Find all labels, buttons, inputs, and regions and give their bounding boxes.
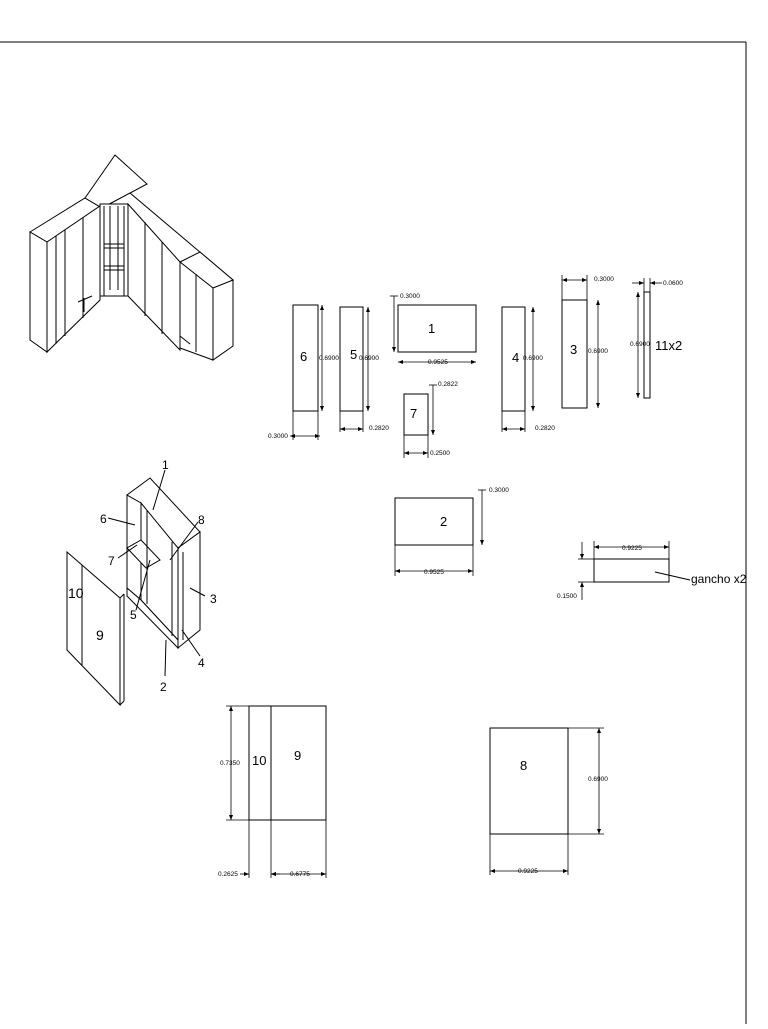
piece-11-label: 11x2: [655, 338, 682, 353]
piece-11: 11x2 0.6900 0.0600: [630, 278, 683, 399]
sheet-frame: [0, 41, 747, 1024]
piece-5-label: 5: [350, 347, 357, 362]
piece-5: 5 0.6900 0.2820: [339, 306, 389, 432]
gancho-width: 0.9225: [622, 545, 642, 552]
piece-3-width: 0.3000: [594, 276, 614, 283]
callout-2: 2: [160, 680, 167, 694]
callout-7: 7: [108, 554, 115, 568]
piece-11-height: 0.6900: [630, 341, 650, 348]
piece-1: 1 0.3000 0.9525: [390, 293, 477, 366]
piece-9-label: 9: [294, 748, 301, 763]
piece-10-width: 0.2625: [218, 871, 238, 878]
callout-1: 1: [162, 458, 169, 472]
callout-5: 5: [130, 608, 137, 622]
callout-8: 8: [198, 513, 205, 527]
piece-3: 3 0.6900 0.3000: [561, 275, 614, 409]
piece-gancho: 0.9225 0.1500 gancho x2: [557, 541, 747, 600]
piece-5-width: 0.2820: [369, 425, 389, 432]
callout-labels: 1 6 8 7 3 5 2 4 10 9: [68, 458, 217, 694]
piece-8-height: 0.6900: [588, 776, 608, 783]
piece-1-depth: 0.3000: [400, 293, 420, 300]
piece-9-height: 0.7350: [220, 760, 240, 767]
piece-7: 7 0.2822 0.2500: [403, 381, 458, 458]
kitchen-isometric-view: [29, 154, 234, 361]
piece-1-width: 0.9525: [428, 359, 448, 366]
module-exploded-view: [66, 469, 206, 707]
piece-6-label: 6: [300, 349, 307, 364]
piece-4-width: 0.2820: [535, 425, 555, 432]
piece-2: 2 0.3000 0.9525: [394, 487, 509, 576]
callout-9: 9: [96, 627, 104, 643]
piece-8: 8 0.6900 0.9225: [489, 727, 608, 875]
piece-6: 6 0.6900 0.3000: [268, 304, 339, 440]
piece-6-width: 0.3000: [268, 433, 288, 440]
callout-3: 3: [210, 592, 217, 606]
piece-3-height: 0.6900: [588, 348, 608, 355]
piece-8-width: 0.9225: [518, 868, 538, 875]
piece-4: 4 0.6900 0.2820: [501, 306, 555, 432]
piece-7-width: 0.2500: [430, 450, 450, 457]
piece-6-height: 0.6900: [319, 355, 339, 362]
piece-9-width: 0.6775: [290, 871, 310, 878]
piece-8-label: 8: [520, 758, 527, 773]
piece-11-width: 0.0600: [663, 280, 683, 287]
piece-1-label: 1: [428, 321, 435, 336]
gancho-height: 0.1500: [557, 593, 577, 600]
gancho-label: gancho x2: [691, 572, 747, 586]
piece-2-width: 0.9525: [424, 569, 444, 576]
callout-4: 4: [198, 656, 205, 670]
piece-4-label: 4: [512, 350, 519, 365]
piece-4-height: 0.6900: [523, 355, 543, 362]
piece-2-label: 2: [440, 514, 447, 529]
callout-6: 6: [100, 512, 107, 526]
piece-10-label: 10: [252, 753, 266, 768]
callout-10: 10: [68, 585, 84, 601]
piece-7-height: 0.2822: [438, 381, 458, 388]
piece-2-depth: 0.3000: [489, 487, 509, 494]
piece-7-label: 7: [410, 406, 417, 421]
piece-9-10: 10 9 0.7350 0.2625 0.6775: [218, 705, 327, 878]
piece-3-label: 3: [570, 342, 577, 357]
piece-5-height: 0.6900: [359, 355, 379, 362]
